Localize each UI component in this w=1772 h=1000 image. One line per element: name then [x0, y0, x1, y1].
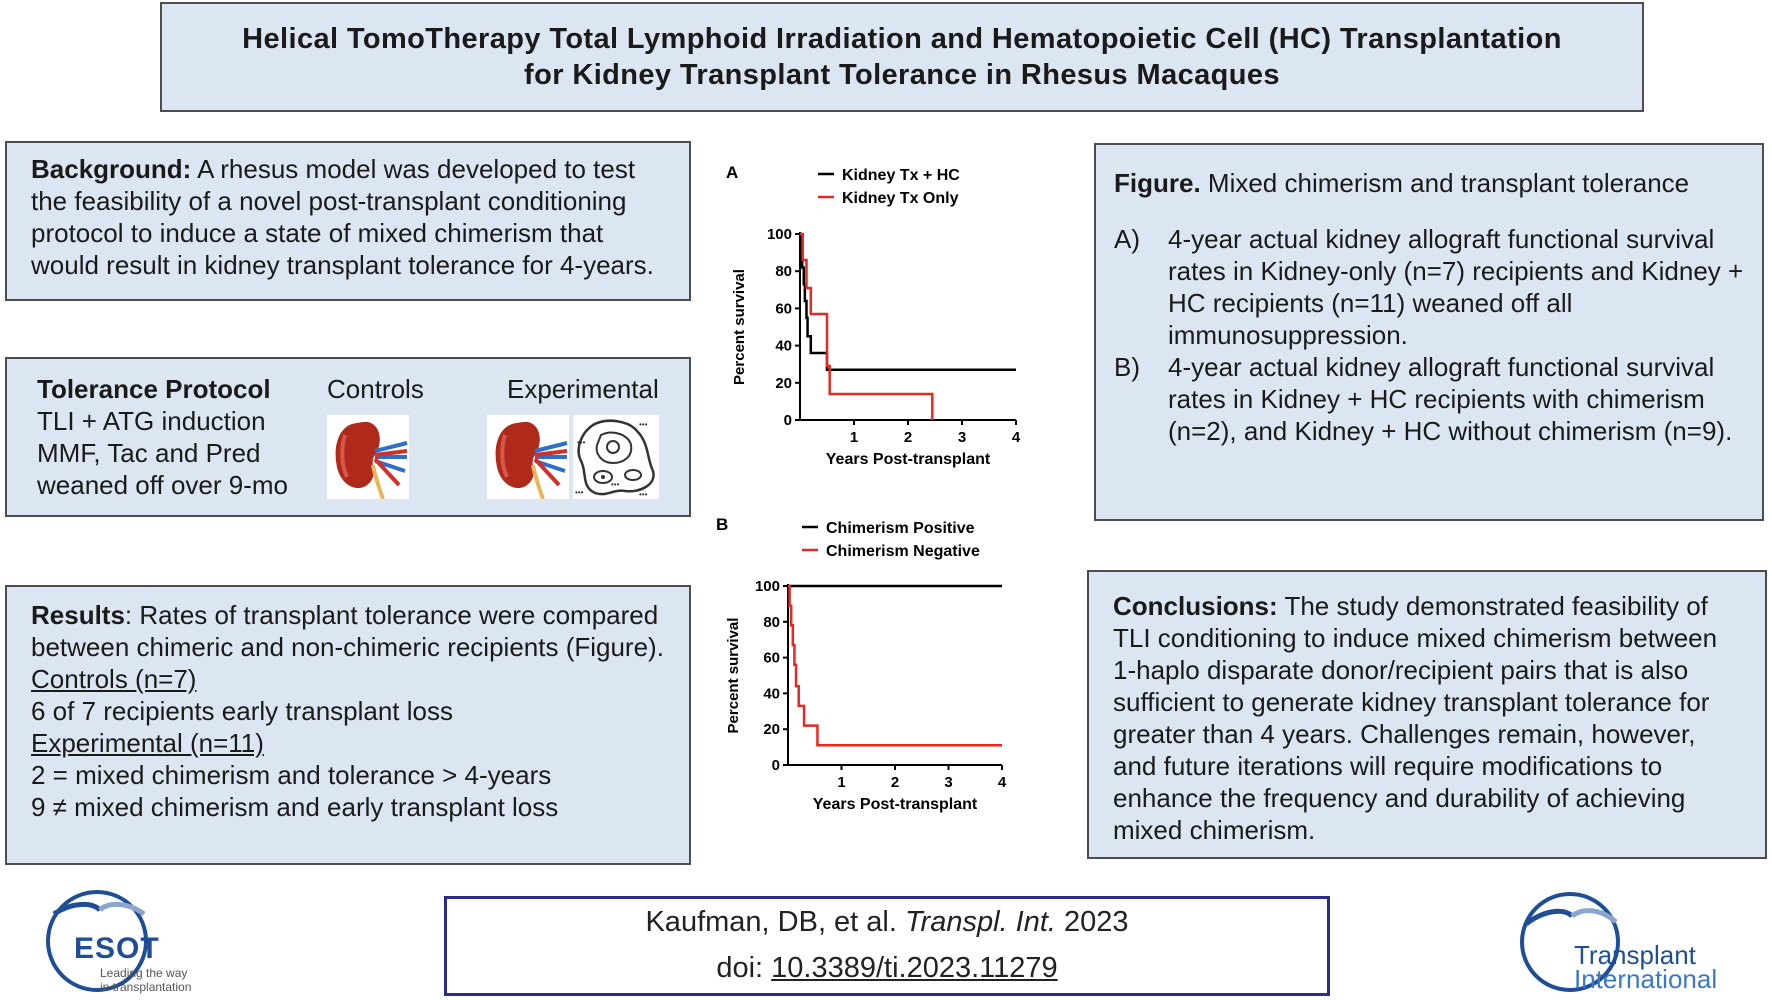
y-tick-label: 20 [763, 721, 780, 738]
y-axis-label: Percent survival [731, 269, 748, 385]
figure-item-a: A) 4-year actual kidney allograft functi… [1114, 223, 1744, 351]
controls-heading: Controls [327, 374, 424, 404]
x-axis-label: Years Post-transplant [813, 796, 978, 813]
doi-prefix: doi: [716, 952, 772, 984]
citation-line: Kaufman, DB, et al. Transpl. Int. 2023 [447, 899, 1327, 945]
figure-title: Figure. Mixed chimerism and transplant t… [1114, 167, 1744, 199]
results-panel: Results: Rates of transplant tolerance w… [5, 585, 691, 865]
title-line-2: for Kidney Transplant Tolerance in Rhesu… [524, 59, 1280, 91]
citation-authors: Kaufman, DB, et al. [645, 906, 905, 938]
x-tick-label: 4 [998, 774, 1007, 791]
conclusions-heading: Conclusions: [1113, 591, 1278, 621]
figure-subtitle: Mixed chimerism and transplant tolerance [1207, 168, 1690, 198]
title-panel: Helical TomoTherapy Total Lymphoid Irrad… [160, 2, 1644, 112]
figure-list: A) 4-year actual kidney allograft functi… [1114, 223, 1744, 447]
svg-text:•••: ••• [611, 480, 620, 489]
panel-label: B [716, 515, 728, 534]
results-intro: Results: Rates of transplant tolerance w… [31, 599, 665, 663]
y-tick-label: 40 [775, 338, 792, 355]
doi-link[interactable]: 10.3389/ti.2023.11279 [771, 952, 1058, 984]
y-tick-label: 100 [767, 226, 792, 243]
y-tick-label: 60 [775, 300, 792, 317]
svg-text:•••: ••• [639, 490, 648, 499]
y-tick-label: 20 [775, 375, 792, 392]
results-exp-line-2: 9 ≠ mixed chimerism and early transplant… [31, 792, 559, 822]
series-line-2 [788, 584, 1002, 747]
y-axis-label: Percent survival [725, 618, 742, 734]
x-tick-label: 3 [958, 429, 966, 446]
controls-kidney-icon [327, 415, 409, 500]
figure-item-b: B) 4-year actual kidney allograft functi… [1114, 351, 1744, 447]
transplant-international-logo: Transplant International [1518, 890, 1768, 998]
results-heading: Results [31, 600, 125, 630]
x-tick-label: 1 [850, 429, 858, 446]
legend-label-1: Kidney Tx + HC [842, 167, 960, 184]
x-tick-label: 2 [891, 774, 899, 791]
results-controls-label: Controls (n=7) [31, 664, 197, 694]
background-heading: Background: [31, 154, 192, 184]
series-line-2 [800, 232, 934, 420]
figure-heading: Figure. [1114, 168, 1201, 198]
panel-label: A [726, 163, 738, 182]
esot-logo-icon [46, 890, 148, 992]
svg-text:•••: ••• [577, 438, 586, 447]
figure-item-b-label: B) [1114, 352, 1140, 382]
citation-year: 2023 [1055, 906, 1129, 938]
y-tick-label: 80 [763, 614, 780, 631]
y-tick-label: 60 [763, 650, 780, 667]
x-tick-label: 1 [837, 774, 845, 791]
results-controls-text: 6 of 7 recipients early transplant loss [31, 696, 453, 726]
transplant-international-line-1: Transplant [1574, 940, 1696, 970]
conclusions-panel: Conclusions: The study demonstrated feas… [1087, 570, 1767, 859]
y-tick-label: 0 [772, 757, 780, 774]
legend-label-2: Chimerism Negative [826, 543, 980, 560]
protocol-panel: Tolerance Protocol TLI + ATG induction M… [5, 357, 691, 517]
x-tick-label: 3 [944, 774, 952, 791]
legend-label-1: Chimerism Positive [826, 520, 975, 537]
protocol-line-1: TLI + ATG induction [37, 406, 266, 436]
series-line-1 [799, 232, 1016, 372]
background-panel: Background: A rhesus model was developed… [5, 141, 691, 301]
x-tick-label: 4 [1012, 429, 1021, 446]
citation-journal: Transpl. Int. [904, 906, 1056, 938]
y-tick-label: 100 [755, 578, 780, 595]
figure-item-b-text: 4-year actual kidney allograft functiona… [1168, 352, 1733, 446]
results-experimental-label: Experimental (n=11) [31, 728, 264, 758]
y-tick-label: 40 [763, 685, 780, 702]
figure-panel: Figure. Mixed chimerism and transplant t… [1094, 143, 1764, 521]
protocol-heading: Tolerance Protocol [37, 374, 271, 404]
figure-item-a-text: 4-year actual kidney allograft functiona… [1168, 224, 1744, 350]
figure-item-a-label: A) [1114, 224, 1140, 254]
esot-tagline-1: Leading the way [100, 966, 188, 980]
protocol-column: Tolerance Protocol TLI + ATG induction M… [37, 373, 288, 501]
esot-logo-text: ESOT [74, 932, 160, 965]
transplant-international-line-2: International [1574, 964, 1718, 994]
esot-logo: ESOT Leading the way in transplantation [44, 888, 214, 998]
esot-tagline-2: in transplantation [100, 980, 192, 994]
background-text: A rhesus model was developed to test the… [31, 154, 654, 280]
hematopoietic-cell-icon: ••• ••• ••• ••• ••• [573, 415, 659, 499]
y-tick-label: 80 [775, 263, 792, 280]
doi-line: doi: 10.3389/ti.2023.11279 [447, 945, 1327, 991]
title-line-1: Helical TomoTherapy Total Lymphoid Irrad… [242, 23, 1562, 55]
protocol-line-3: weaned off over 9-mo [37, 470, 288, 500]
y-tick-label: 0 [784, 412, 792, 429]
svg-text:•••: ••• [639, 420, 648, 429]
transplant-international-logo-icon [1520, 892, 1620, 992]
legend-label-2: Kidney Tx Only [842, 190, 959, 207]
results-intro-text: : Rates of transplant tolerance were com… [31, 600, 664, 662]
experimental-heading: Experimental [507, 374, 659, 404]
x-tick-label: 2 [904, 429, 912, 446]
svg-text:•••: ••• [575, 488, 584, 497]
protocol-line-2: MMF, Tac and Pred [37, 438, 261, 468]
experimental-kidney-icon [487, 415, 569, 500]
conclusions-text: The study demonstrated feasibility of TL… [1113, 591, 1718, 845]
results-exp-line-1: 2 = mixed chimerism and tolerance > 4-ye… [31, 760, 552, 790]
survival-chart-a: A Kidney Tx + HC Kidney Tx Only 0 20 40 60 80 10… [726, 163, 1021, 468]
citation-box: Kaufman, DB, et al. Transpl. Int. 2023 d… [444, 896, 1330, 996]
x-axis-label: Years Post-transplant [826, 451, 991, 468]
